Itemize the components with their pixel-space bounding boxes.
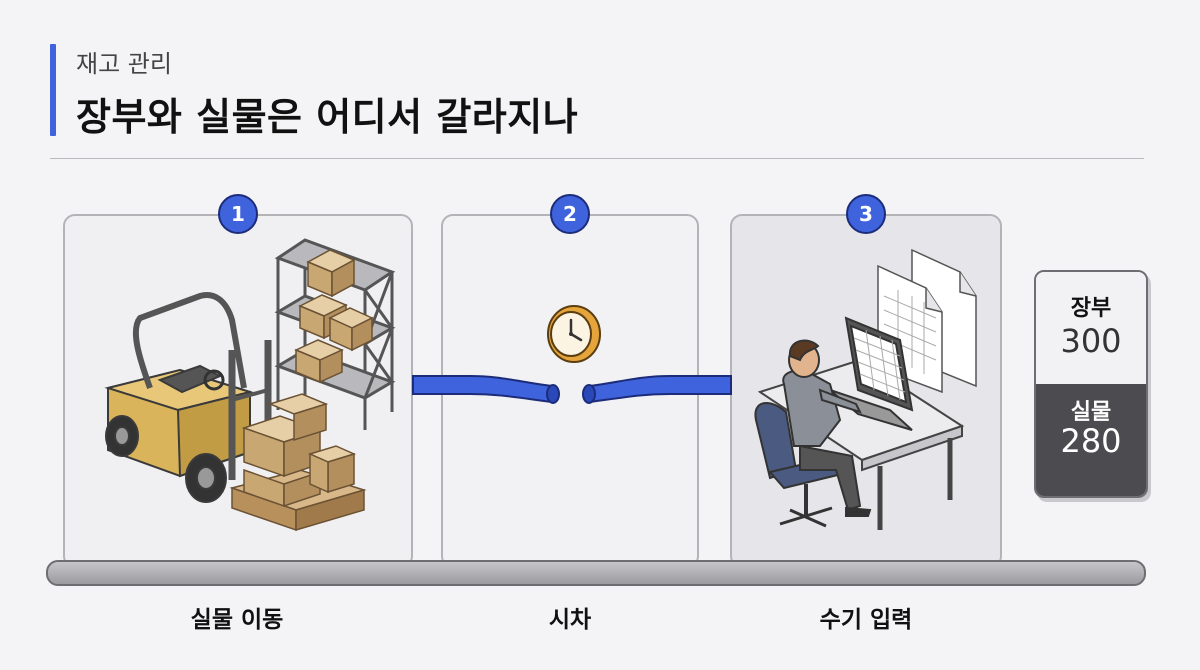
eyebrow-label: 재고 관리 (76, 50, 172, 78)
clock-icon (547, 305, 601, 363)
pallet-with-boxes (229, 393, 367, 532)
page-title: 장부와 실물은 어디서 갈라지나 (76, 95, 579, 139)
shelf-boxes (294, 249, 374, 384)
flow-pipe-left (412, 375, 560, 404)
monitor (829, 316, 914, 431)
timeline-bar (46, 560, 1146, 586)
ledger-vs-actual-card: 장부 300 실물 280 (1034, 270, 1148, 498)
step-label-1: 실물 이동 (190, 607, 284, 633)
step-number-badge-2: 2 (550, 194, 590, 234)
actual-label: 실물 (1070, 400, 1112, 425)
step-number-badge-3: 3 (846, 194, 886, 234)
flow-pipe-right (582, 375, 732, 404)
person-typing (782, 339, 872, 517)
step-label-2: 시차 (548, 607, 592, 633)
title-accent-bar (50, 44, 56, 136)
header-divider (50, 158, 1144, 159)
ledger-value: 300 (1060, 322, 1122, 360)
step-number-badge-1: 1 (218, 194, 258, 234)
step-label-3: 수기 입력 (819, 607, 913, 633)
ledger-section: 장부 300 (1036, 272, 1146, 384)
forklift (104, 292, 272, 503)
actual-section: 실물 280 (1036, 384, 1146, 496)
actual-value: 280 (1060, 422, 1122, 460)
ledger-label: 장부 (1070, 296, 1112, 321)
